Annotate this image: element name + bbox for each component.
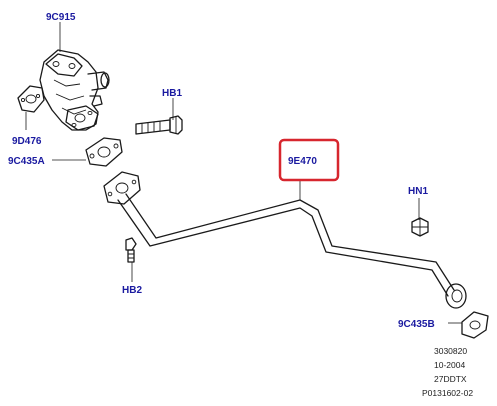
egr-pipe-drawing bbox=[103, 171, 467, 309]
label-nut[interactable]: HN1 bbox=[408, 186, 428, 197]
nut-drawing bbox=[411, 217, 429, 237]
label-pipe[interactable]: 9E470 bbox=[288, 156, 317, 167]
label-egr-valve[interactable]: 9C915 bbox=[46, 12, 76, 23]
label-valve-gasket[interactable]: 9D476 bbox=[12, 136, 42, 147]
bottom-bolt-drawing bbox=[125, 237, 137, 263]
reference-line-4: P0131602-02 bbox=[422, 388, 473, 398]
reference-line-2: 10-2004 bbox=[434, 360, 465, 370]
leader-lines bbox=[25, 22, 462, 324]
label-top-bolt[interactable]: HB1 bbox=[162, 88, 182, 99]
reference-line-1: 3030820 bbox=[434, 346, 467, 356]
drawing-reference: 3030820 10-2004 27DDTX P0131602-02 bbox=[422, 346, 473, 398]
reference-line-3: 27DDTX bbox=[434, 374, 467, 384]
label-bottom-bolt[interactable]: HB2 bbox=[122, 285, 142, 296]
gasket-a-drawing bbox=[85, 137, 123, 167]
gasket-b-drawing bbox=[461, 311, 489, 339]
pipe-highlight-box bbox=[278, 138, 340, 182]
top-bolt-drawing bbox=[135, 115, 183, 135]
egr-valve-drawing bbox=[39, 49, 110, 131]
label-gasket-b[interactable]: 9C435B bbox=[398, 319, 435, 330]
label-gasket-a[interactable]: 9C435A bbox=[8, 156, 45, 167]
valve-gasket-drawing bbox=[17, 85, 45, 113]
